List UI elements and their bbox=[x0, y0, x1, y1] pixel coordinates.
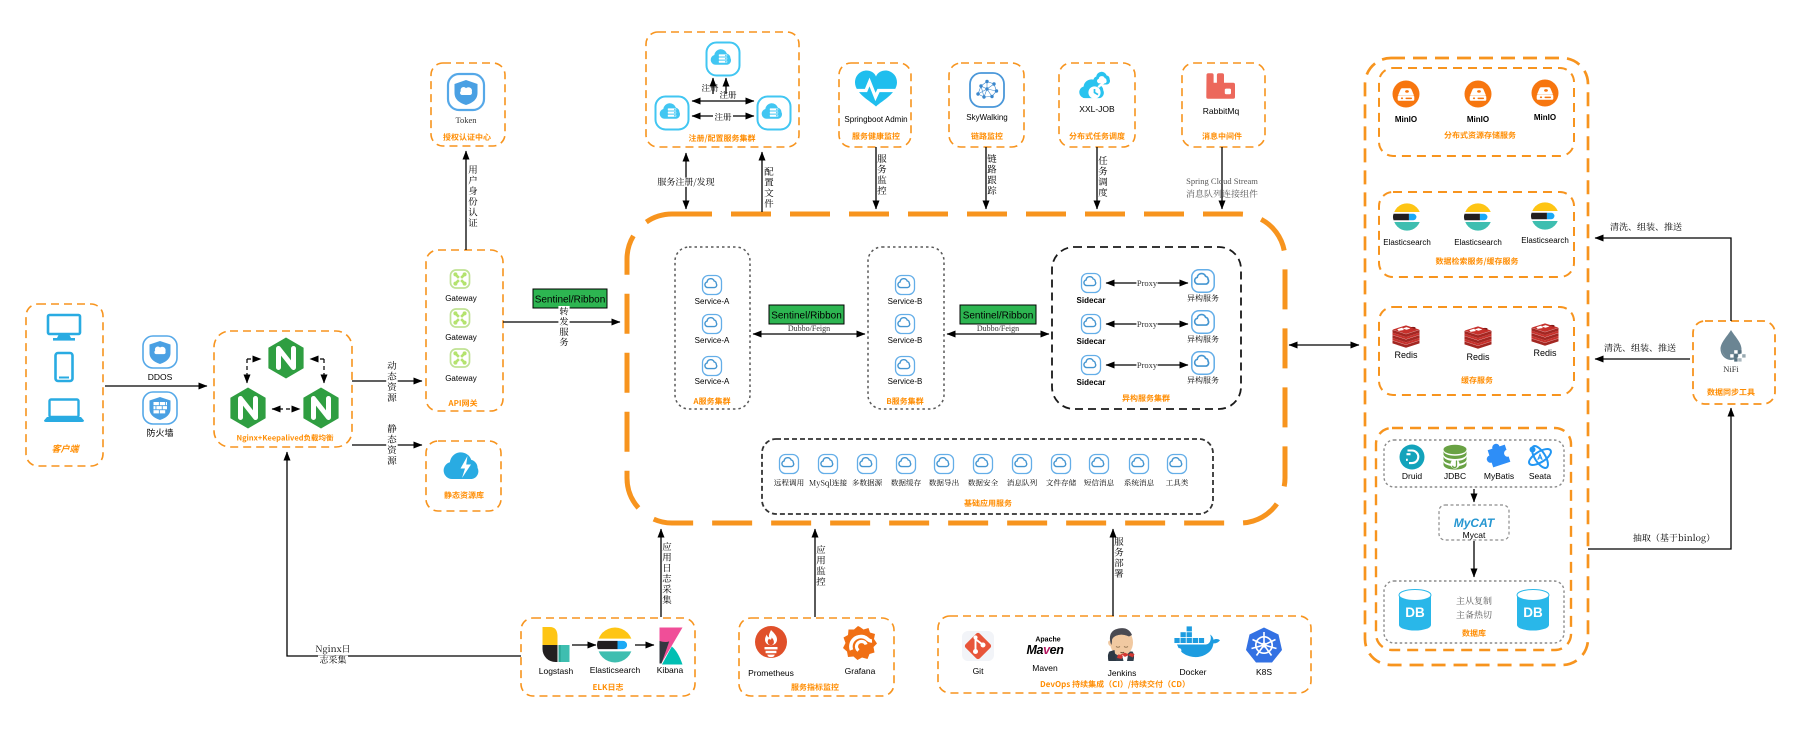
svg-text:Prometheus: Prometheus bbox=[748, 668, 794, 678]
svg-text:Redis: Redis bbox=[1533, 348, 1557, 358]
svg-text:Seata: Seata bbox=[1529, 471, 1551, 481]
svg-text:Mycat: Mycat bbox=[1463, 530, 1486, 540]
svg-text:Dubbo/Feign: Dubbo/Feign bbox=[977, 324, 1019, 333]
svg-text:SkyWalking: SkyWalking bbox=[966, 113, 1008, 122]
svg-text:Service-B: Service-B bbox=[888, 377, 923, 386]
svg-text:Service-A: Service-A bbox=[695, 336, 730, 345]
svg-text:Springboot Admin: Springboot Admin bbox=[844, 115, 907, 124]
svg-text:DB: DB bbox=[1405, 605, 1425, 620]
svg-text:Gateway: Gateway bbox=[445, 374, 477, 383]
svg-text:Git: Git bbox=[973, 666, 985, 676]
svg-text:Proxy: Proxy bbox=[1137, 319, 1158, 329]
svg-text:Service-B: Service-B bbox=[888, 297, 923, 306]
svg-text:MinIO: MinIO bbox=[1395, 115, 1417, 124]
svg-text:Proxy: Proxy bbox=[1137, 278, 1158, 288]
svg-text:Sentinel/Ribbon: Sentinel/Ribbon bbox=[771, 311, 842, 322]
svg-text:XXL-JOB: XXL-JOB bbox=[1079, 104, 1115, 114]
svg-text:Sidecar: Sidecar bbox=[1077, 378, 1106, 387]
svg-text:DB: DB bbox=[1523, 605, 1543, 620]
svg-text:Grafana: Grafana bbox=[845, 666, 876, 676]
svg-text:Docker: Docker bbox=[1180, 667, 1207, 677]
svg-text:K8S: K8S bbox=[1256, 667, 1272, 677]
svg-text:Elasticsearch: Elasticsearch bbox=[1383, 238, 1431, 247]
svg-text:Elasticsearch: Elasticsearch bbox=[590, 665, 641, 675]
svg-text:MinIO: MinIO bbox=[1534, 113, 1556, 122]
svg-text:DDOS: DDOS bbox=[148, 372, 173, 382]
svg-text:Sidecar: Sidecar bbox=[1077, 296, 1106, 305]
svg-text:Dubbo/Feign: Dubbo/Feign bbox=[788, 324, 830, 333]
svg-text:Proxy: Proxy bbox=[1137, 360, 1158, 370]
svg-text:Jenkins: Jenkins bbox=[1108, 668, 1137, 678]
svg-text:Service-A: Service-A bbox=[695, 377, 730, 386]
svg-text:Kibana: Kibana bbox=[657, 665, 684, 675]
svg-text:Druid: Druid bbox=[1402, 471, 1423, 481]
svg-text:Apache: Apache bbox=[1035, 637, 1060, 644]
svg-text:Sidecar: Sidecar bbox=[1077, 337, 1106, 346]
svg-text:Sentinel/Ribbon: Sentinel/Ribbon bbox=[535, 295, 606, 306]
svg-text:MyCAT: MyCAT bbox=[1454, 516, 1496, 530]
svg-text:Sentinel/Ribbon: Sentinel/Ribbon bbox=[963, 311, 1034, 322]
svg-text:NiFi: NiFi bbox=[1723, 364, 1739, 374]
svg-text:MinIO: MinIO bbox=[1467, 115, 1489, 124]
svg-text:Service-B: Service-B bbox=[888, 336, 923, 345]
svg-text:Maven: Maven bbox=[1027, 643, 1065, 657]
svg-text:Gateway: Gateway bbox=[445, 333, 477, 342]
svg-text:JDBC: JDBC bbox=[1444, 471, 1466, 481]
svg-text:Elasticsearch: Elasticsearch bbox=[1454, 238, 1502, 247]
svg-text:Gateway: Gateway bbox=[445, 294, 477, 303]
svg-text:Maven: Maven bbox=[1032, 663, 1058, 673]
svg-text:Spring Cloud Stream: Spring Cloud Stream bbox=[1186, 176, 1258, 186]
svg-text:RabbitMq: RabbitMq bbox=[1203, 106, 1240, 116]
svg-text:Redis: Redis bbox=[1394, 350, 1418, 360]
svg-text:Service-A: Service-A bbox=[695, 297, 730, 306]
svg-text:MyBatis: MyBatis bbox=[1484, 471, 1514, 481]
svg-text:Logstash: Logstash bbox=[539, 666, 574, 676]
svg-text:Elasticsearch: Elasticsearch bbox=[1521, 236, 1569, 245]
svg-text:Token: Token bbox=[455, 115, 477, 125]
svg-text:Redis: Redis bbox=[1466, 352, 1490, 362]
